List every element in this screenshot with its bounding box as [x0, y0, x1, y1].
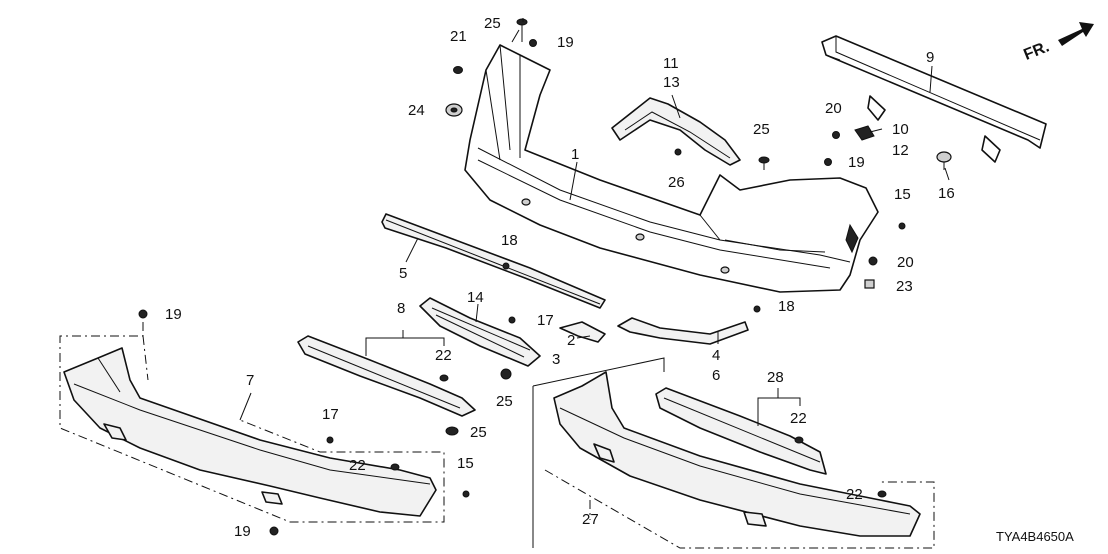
- callout-27[interactable]: 27: [582, 511, 599, 528]
- screw-icon: [824, 158, 832, 166]
- clip-icon: [936, 151, 952, 170]
- callout-19a[interactable]: 19: [557, 34, 574, 51]
- callout-21[interactable]: 21: [450, 28, 467, 45]
- callout-2[interactable]: 2: [567, 332, 575, 349]
- callout-15a[interactable]: 15: [894, 186, 911, 203]
- clip-icon: [758, 156, 770, 170]
- screw-icon: [462, 490, 470, 498]
- bolt-icon: [832, 131, 840, 139]
- clip-icon: [439, 374, 449, 382]
- callout-12[interactable]: 12: [892, 142, 909, 159]
- callout-20a[interactable]: 20: [825, 100, 842, 117]
- screw-icon: [326, 436, 334, 444]
- callout-25b[interactable]: 25: [753, 121, 770, 138]
- front-arrow-icon: [1058, 22, 1094, 46]
- fasteners: [138, 18, 952, 536]
- clip-icon: [390, 463, 400, 471]
- bumper-face: [464, 44, 879, 293]
- lower-diffuser-right: [553, 371, 921, 537]
- clip-nut-icon: [864, 279, 875, 289]
- callout-19d[interactable]: 19: [234, 523, 251, 540]
- leader-lines: [59, 18, 950, 549]
- screw-icon: [529, 39, 537, 47]
- callout-9[interactable]: 9: [926, 49, 934, 66]
- callout-20b[interactable]: 20: [897, 254, 914, 271]
- callout-24[interactable]: 24: [408, 102, 425, 119]
- callout-18b[interactable]: 18: [778, 298, 795, 315]
- callout-3[interactable]: 3: [552, 351, 560, 368]
- screw-icon: [138, 309, 148, 319]
- callout-14[interactable]: 14: [467, 289, 484, 306]
- side-bracket: [611, 97, 741, 166]
- lower-grille-frame: [297, 335, 476, 417]
- bolt-icon: [868, 256, 878, 266]
- callout-13[interactable]: 13: [663, 74, 680, 91]
- screw-icon: [508, 316, 516, 324]
- callout-23[interactable]: 23: [896, 278, 913, 295]
- callout-19c[interactable]: 19: [165, 306, 182, 323]
- screw-icon: [502, 262, 510, 270]
- center-grille: [419, 297, 541, 367]
- callout-19b[interactable]: 19: [848, 154, 865, 171]
- callout-6[interactable]: 6: [712, 367, 720, 384]
- grommet-icon: [445, 103, 463, 117]
- front-direction-indicator: FR.: [1021, 22, 1094, 64]
- screw-icon: [269, 526, 279, 536]
- nut-icon: [453, 66, 463, 74]
- callout-7[interactable]: 7: [246, 372, 254, 389]
- bumper-beam: [821, 35, 1047, 163]
- small-garnish: [559, 321, 606, 343]
- callout-25c[interactable]: 25: [496, 393, 513, 410]
- diagram-code: TYA4B4650A: [996, 529, 1074, 544]
- callout-17b[interactable]: 17: [322, 406, 339, 423]
- side-molding: [617, 317, 749, 345]
- callout-26[interactable]: 26: [668, 174, 685, 191]
- callout-22c[interactable]: 22: [790, 410, 807, 427]
- upper-molding: [381, 213, 606, 309]
- sensor-icon: [854, 125, 875, 141]
- callout-labels: 1 2 3 4 5 6 7 8 9 10 11 12 13 14 15 15 1…: [165, 15, 955, 540]
- callout-17a[interactable]: 17: [537, 312, 554, 329]
- callout-25a[interactable]: 25: [484, 15, 501, 32]
- clip-icon: [877, 490, 887, 498]
- callout-5[interactable]: 5: [399, 265, 407, 282]
- screw-icon: [753, 305, 761, 313]
- callout-22d[interactable]: 22: [846, 486, 863, 503]
- callout-18a[interactable]: 18: [501, 232, 518, 249]
- screw-icon: [898, 222, 906, 230]
- callout-1[interactable]: 1: [571, 146, 579, 163]
- lower-diffuser-left: [63, 347, 437, 517]
- clip-icon: [516, 18, 528, 42]
- callout-4[interactable]: 4: [712, 347, 720, 364]
- clip-icon: [445, 426, 459, 436]
- callout-22a[interactable]: 22: [435, 347, 452, 364]
- clip-icon: [500, 368, 512, 380]
- callout-8[interactable]: 8: [397, 300, 405, 317]
- callout-16[interactable]: 16: [938, 185, 955, 202]
- callout-28[interactable]: 28: [767, 369, 784, 386]
- callout-25d[interactable]: 25: [470, 424, 487, 441]
- clip-icon: [794, 436, 804, 444]
- callout-15b[interactable]: 15: [457, 455, 474, 472]
- callout-11[interactable]: 11: [663, 55, 679, 72]
- screw-icon: [674, 148, 682, 156]
- lower-garnish: [655, 387, 827, 475]
- callout-10[interactable]: 10: [892, 121, 909, 138]
- front-label: FR.: [1021, 38, 1051, 63]
- callout-22b[interactable]: 22: [349, 457, 366, 474]
